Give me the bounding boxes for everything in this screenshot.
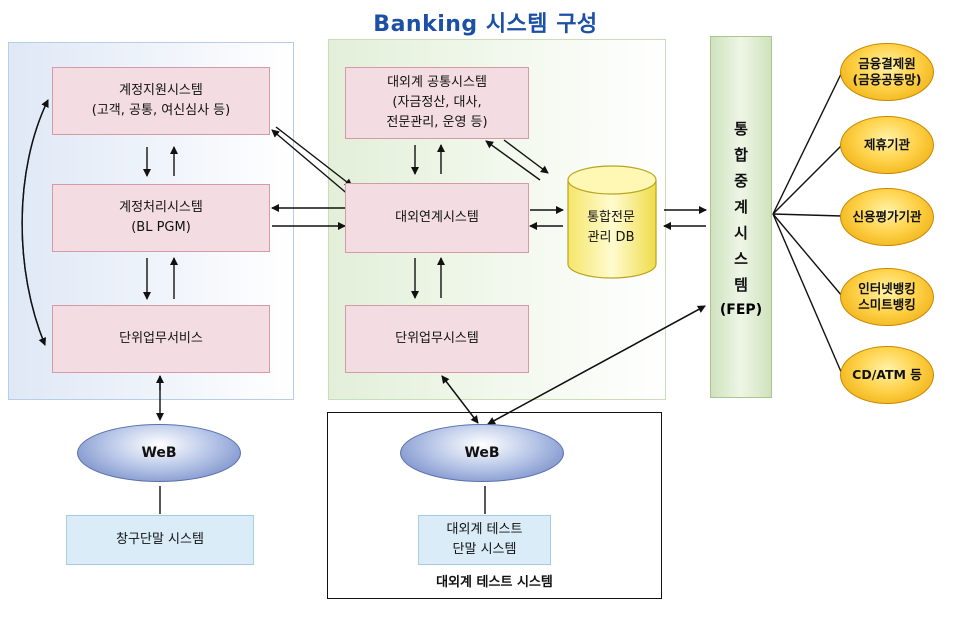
external-org-kftc: 금융결제원 (금융공동망) bbox=[840, 43, 934, 101]
fep-char-4: 계 bbox=[734, 198, 748, 216]
unit-business-system-name: 단위업무시스템 bbox=[395, 331, 479, 346]
web-server-right: WeB bbox=[400, 424, 564, 482]
fep-char-1: 통 bbox=[734, 120, 748, 138]
external-common-system-name: 대외계 공통시스템 bbox=[387, 75, 487, 90]
external-org-cd-atm-name: CD/ATM 등 bbox=[852, 367, 922, 382]
diagram-title: Banking 시스템 구성 bbox=[373, 12, 598, 37]
web-server-left: WeB bbox=[77, 424, 241, 482]
external-org-internet-banking-name: 인터넷뱅킹 bbox=[858, 281, 916, 296]
account-support-system-box: 계정지원시스템 (고객, 공통, 여신심사 등) bbox=[52, 67, 270, 135]
external-org-credit-rating: 신용평가기관 bbox=[840, 188, 934, 246]
fep-integrated-relay-system: 통 합 중 계 시 스 템 (FEP) bbox=[710, 36, 772, 398]
fep-char-2: 합 bbox=[734, 146, 748, 164]
account-support-system-detail: (고객, 공통, 여신심사 등) bbox=[91, 103, 231, 118]
unit-service-name: 단위업무서비스 bbox=[119, 331, 203, 346]
fep-char-3: 중 bbox=[734, 172, 748, 190]
teller-terminal-system-name: 창구단말 시스템 bbox=[116, 532, 204, 547]
external-link-system-name: 대외연계시스템 bbox=[395, 210, 479, 225]
external-test-system-frame bbox=[327, 412, 662, 599]
external-org-partners: 제휴기관 bbox=[840, 116, 934, 174]
unit-business-system-box: 단위업무시스템 bbox=[345, 305, 529, 373]
external-test-terminal-box: 대외계 테스트 단말 시스템 bbox=[418, 515, 551, 565]
fep-label: (FEP) bbox=[719, 302, 763, 318]
web-server-right-label: WeB bbox=[464, 445, 500, 461]
unit-service-box: 단위업무서비스 bbox=[52, 305, 270, 373]
account-support-system-name: 계정지원시스템 bbox=[119, 83, 203, 98]
external-common-system-detail-1: (자금정산, 대사, bbox=[392, 95, 482, 110]
web-server-left-label: WeB bbox=[141, 445, 177, 461]
external-link-system-box: 대외연계시스템 bbox=[345, 183, 529, 253]
db-label-line-1: 통합전문 bbox=[587, 210, 635, 225]
database-cylinder-icon bbox=[567, 165, 657, 279]
external-org-kftc-name: 금융결제원 bbox=[858, 56, 916, 71]
external-test-system-label: 대외계 테스트 시스템 bbox=[436, 575, 553, 590]
account-processing-system-detail: (BL PGM) bbox=[131, 220, 191, 235]
external-org-cd-atm: CD/ATM 등 bbox=[840, 346, 934, 404]
external-org-internet-banking: 인터넷뱅킹 스미트뱅킹 bbox=[840, 268, 934, 326]
external-org-credit-rating-name: 신용평가기관 bbox=[852, 209, 922, 224]
external-org-partners-name: 제휴기관 bbox=[863, 137, 910, 152]
account-processing-system-name: 계정처리시스템 bbox=[119, 200, 203, 215]
teller-terminal-system-box: 창구단말 시스템 bbox=[66, 515, 254, 565]
fep-char-6: 스 bbox=[734, 250, 748, 268]
external-org-smart-banking-name: 스미트뱅킹 bbox=[858, 297, 916, 312]
fep-char-7: 템 bbox=[734, 276, 748, 294]
external-org-kftc-detail: (금융공동망) bbox=[852, 72, 922, 87]
external-test-terminal-line-2: 단말 시스템 bbox=[452, 542, 517, 557]
fep-char-5: 시 bbox=[734, 224, 748, 242]
integrated-message-db-label: 통합전문 관리 DB bbox=[566, 208, 656, 248]
db-label-line-2: 관리 DB bbox=[587, 230, 635, 245]
external-common-system-box: 대외계 공통시스템 (자금정산, 대사, 전문관리, 운영 등) bbox=[345, 67, 529, 139]
external-test-terminal-line-1: 대외계 테스트 bbox=[446, 522, 523, 537]
account-processing-system-box: 계정처리시스템 (BL PGM) bbox=[52, 184, 270, 252]
external-common-system-detail-2: 전문관리, 운영 등) bbox=[386, 115, 488, 130]
